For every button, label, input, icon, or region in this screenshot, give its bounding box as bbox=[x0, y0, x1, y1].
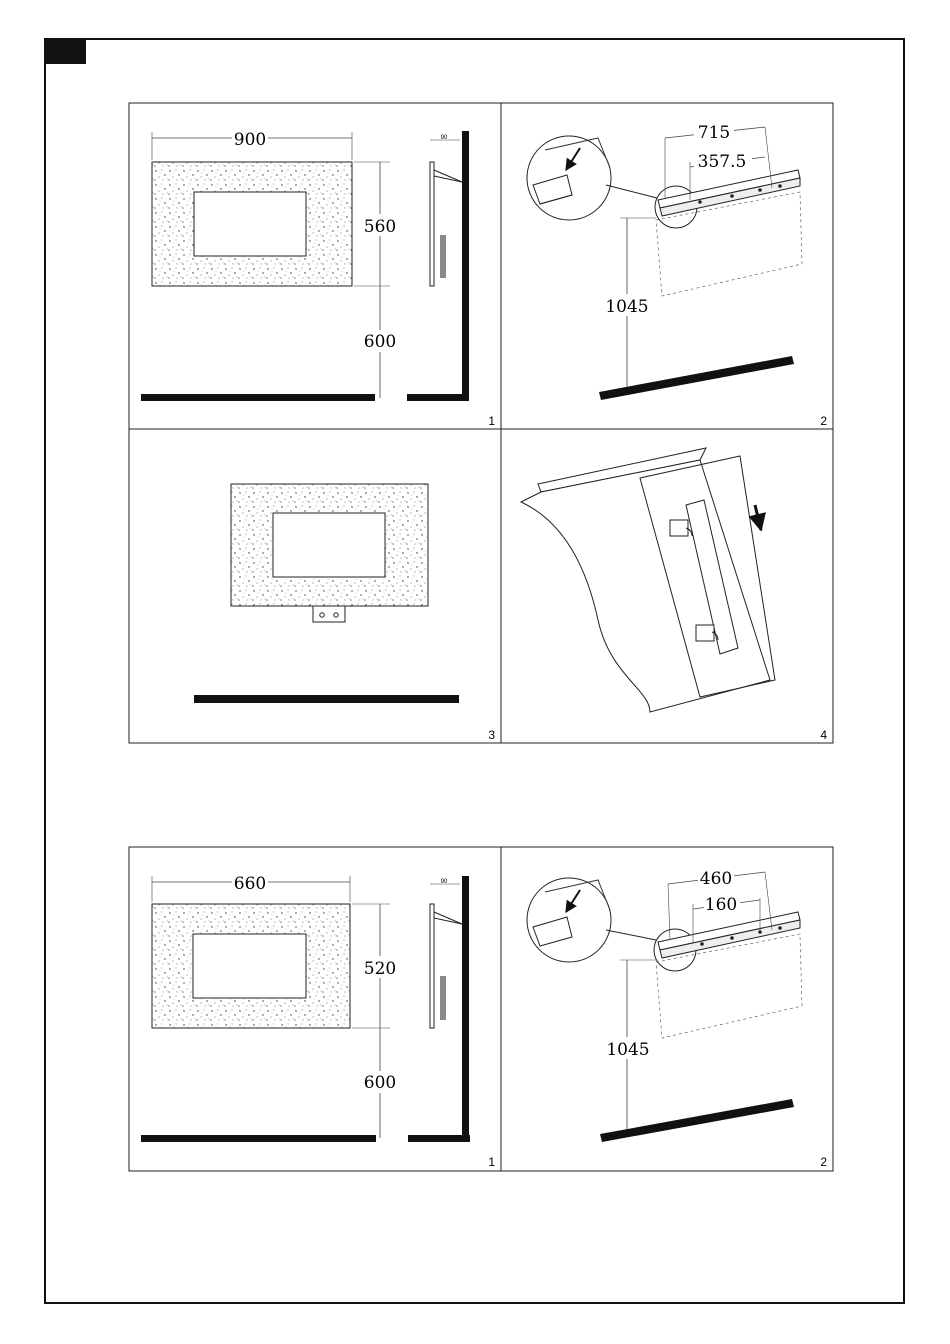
floor-height-label: 600 bbox=[364, 1073, 396, 1093]
height-label: 520 bbox=[364, 959, 396, 979]
slide-down-arrow-icon bbox=[755, 505, 761, 530]
top-panel-4: 4 bbox=[521, 448, 827, 742]
panel-number: 1 bbox=[488, 414, 495, 428]
bottom-panel-2: 460 160 1045 2 bbox=[527, 868, 827, 1169]
inner-spacing-label: 357.5 bbox=[698, 152, 747, 172]
panel-number: 2 bbox=[820, 414, 827, 428]
panel-number: 1 bbox=[488, 1155, 495, 1169]
top-panel-1: 900 560 600 90 1 bbox=[141, 128, 495, 428]
top-panel-3: 3 bbox=[194, 484, 495, 742]
bottom-grid: 660 520 600 90 1 bbox=[129, 847, 833, 1171]
outer-spacing-label: 715 bbox=[698, 123, 730, 143]
width-label: 660 bbox=[234, 874, 266, 894]
outer-spacing-label: 460 bbox=[700, 869, 732, 889]
panel-number: 3 bbox=[488, 728, 495, 742]
width-label: 900 bbox=[234, 130, 266, 150]
panel-number: 4 bbox=[820, 728, 827, 742]
top-panel-2: 715 357.5 1045 2 bbox=[527, 122, 827, 428]
floor-height-label: 600 bbox=[364, 332, 396, 352]
panel-number: 2 bbox=[820, 1155, 827, 1169]
drop-height-label: 1045 bbox=[606, 1040, 649, 1060]
drop-height-label: 1045 bbox=[605, 297, 648, 317]
depth-label: 90 bbox=[441, 879, 448, 885]
inner-spacing-label: 160 bbox=[705, 895, 737, 915]
top-grid: 900 560 600 90 1 bbox=[129, 103, 833, 743]
bottom-panel-1: 660 520 600 90 1 bbox=[141, 872, 495, 1169]
depth-label: 90 bbox=[441, 135, 448, 141]
height-label: 560 bbox=[364, 217, 396, 237]
